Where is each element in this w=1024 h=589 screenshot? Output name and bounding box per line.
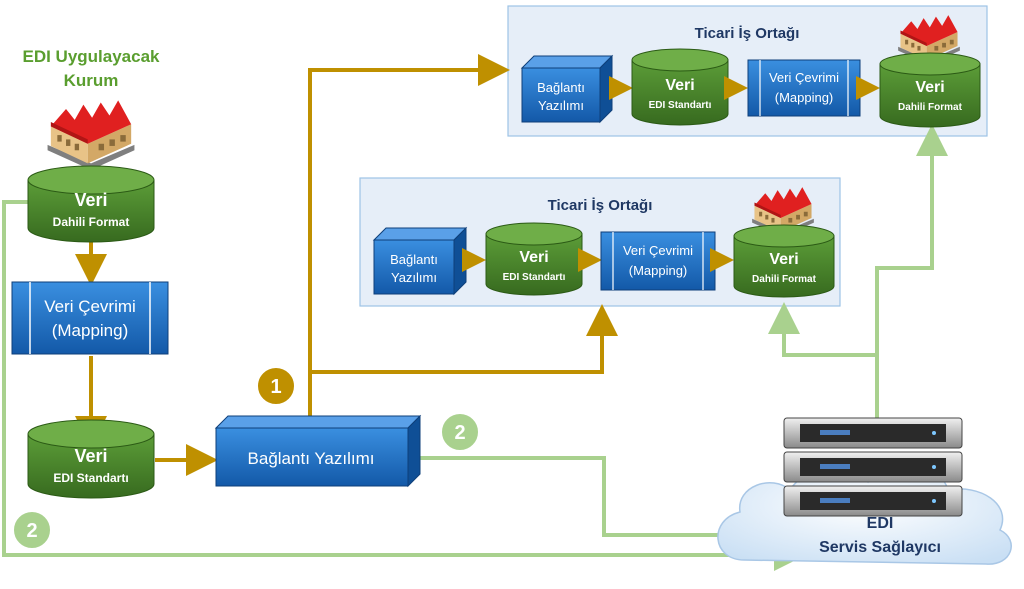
mapping-line1: Veri Çevrimi: [623, 243, 693, 258]
top-partner-db-internal: Veri Dahili Format: [879, 52, 981, 128]
db-sub-label: Dahili Format: [898, 102, 963, 113]
badge-path2-left: 2: [12, 510, 52, 550]
db-sub-label: EDI Standartı: [649, 100, 712, 111]
source-title-line1: EDI Uygulayacak: [22, 47, 160, 66]
db-main-label: Veri: [665, 77, 694, 94]
arrow-to-top-partner: [308, 54, 510, 432]
connector-line2: Yazılımı: [538, 98, 584, 113]
db-sub-label: EDI Standartı: [503, 272, 566, 283]
connector-label: Bağlantı Yazılımı: [248, 449, 375, 468]
factory-icon: [47, 100, 135, 170]
top-partner-mapping: Veri Çevrimi (Mapping): [747, 59, 861, 117]
arrow-to-middle-partner: [310, 304, 618, 374]
source-db-internal: Veri Dahili Format: [27, 165, 155, 243]
source-title-line2: Kurum: [64, 71, 119, 90]
mapping-line1: Veri Çevrimi: [44, 297, 136, 316]
provider-servers: [783, 417, 963, 517]
provider-line2: Servis Sağlayıcı: [819, 539, 941, 556]
badge-number: 2: [454, 422, 465, 444]
server-icon: [783, 451, 963, 483]
middle-partner-db-standard: Veri EDI Standartı: [485, 222, 583, 296]
connector-box: Bağlantı Yazılımı: [214, 414, 422, 488]
path2-arrow-connector: [412, 456, 806, 551]
db-sub-label: EDI Standartı: [53, 471, 128, 485]
top-partner-connector: Bağlantı Yazılımı: [520, 54, 614, 124]
connector-line1: Bağlantı: [537, 80, 585, 95]
path2-arrow-top-partner: [875, 124, 948, 418]
top-partner-db-standard: Veri EDI Standartı: [631, 48, 729, 126]
path1-lines: [75, 54, 618, 476]
path2-arrow-left: [2, 200, 806, 571]
middle-partner-connector: Bağlantı Yazılımı: [372, 226, 468, 296]
middle-partner-db-internal: Veri Dahili Format: [733, 224, 835, 298]
badge-number: 2: [26, 520, 37, 542]
partner-title: Ticari İş Ortağı: [548, 197, 653, 214]
db-sub-label: Dahili Format: [53, 215, 130, 229]
middle-partner-mapping: Veri Çevrimi (Mapping): [600, 231, 716, 291]
provider-line1: EDI: [867, 515, 894, 532]
connector-line1: Bağlantı: [390, 252, 438, 267]
db-main-label: Veri: [74, 190, 107, 210]
db-main-label: Veri: [519, 249, 548, 266]
mapping-line2: (Mapping): [52, 321, 129, 340]
badge-path1: 1: [256, 366, 296, 406]
db-sub-label: Dahili Format: [752, 274, 817, 285]
db-main-label: Veri: [769, 251, 798, 268]
badge-path2-top: 2: [440, 412, 480, 452]
mapping-line2: (Mapping): [775, 90, 834, 105]
path2-lines: [2, 124, 948, 571]
server-icon: [783, 485, 963, 517]
source-db-standard: Veri EDI Standartı: [27, 419, 155, 499]
source-mapping-box: Veri Çevrimi (Mapping): [11, 281, 169, 355]
badge-number: 1: [270, 376, 281, 398]
path2-arrow-middle-partner: [768, 302, 877, 357]
mapping-line2: (Mapping): [629, 263, 688, 278]
partner-title: Ticari İş Ortağı: [695, 25, 800, 42]
db-main-label: Veri: [915, 79, 944, 96]
server-icon: [783, 417, 963, 449]
mapping-line1: Veri Çevrimi: [769, 70, 839, 85]
connector-line2: Yazılımı: [391, 270, 437, 285]
db-main-label: Veri: [74, 446, 107, 466]
